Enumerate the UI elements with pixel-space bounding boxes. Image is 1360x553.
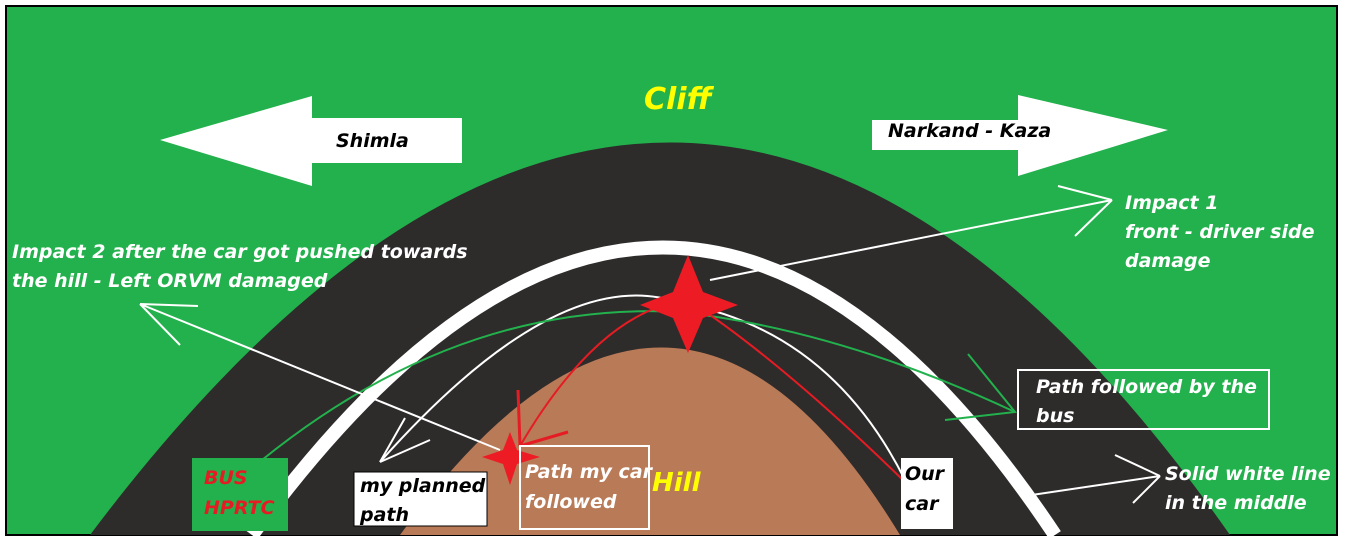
solid-white-line	[246, 240, 1061, 540]
impact1-label: Impact 1 front - driver side damage	[1125, 192, 1321, 272]
impact2-label: Impact 2 after the car got pushed toward…	[12, 241, 474, 292]
arrow-right-icon	[872, 95, 1168, 176]
bus-box	[192, 458, 288, 531]
cliff-label: Cliff	[644, 82, 715, 117]
impact1-pointer	[709, 185, 1113, 281]
car-path-label: Path my car followed	[525, 461, 659, 513]
solid-line-label: Solid white line in the middle	[1165, 463, 1337, 514]
road	[90, 142, 1230, 535]
bus-path-box	[1017, 369, 1270, 430]
impact2-pointer	[139, 303, 501, 451]
arrow-left-icon	[160, 96, 462, 186]
planned-path-label: my planned path	[359, 475, 492, 526]
solid-line-pointer	[1024, 454, 1161, 504]
impact2-star-icon	[482, 432, 540, 485]
impact1-star-icon	[640, 255, 738, 353]
our-car-label: Our car	[905, 463, 951, 515]
planned-path-box	[353, 471, 488, 527]
car-path-arrowhead	[516, 389, 569, 448]
our-car-box	[901, 458, 953, 529]
bus-label: BUS HPRTC	[204, 467, 275, 519]
hill-area	[400, 347, 900, 535]
bus-path-label: Path followed by the bus	[1036, 376, 1264, 427]
bus-path-pointer	[944, 353, 1017, 421]
hill-label: Hill	[652, 468, 702, 498]
planned-path-arrowhead	[379, 417, 431, 463]
narkand-kaza-label: Narkand - Kaza	[888, 120, 1051, 142]
car-path-box	[519, 445, 650, 530]
shimla-label: Shimla	[336, 130, 409, 152]
